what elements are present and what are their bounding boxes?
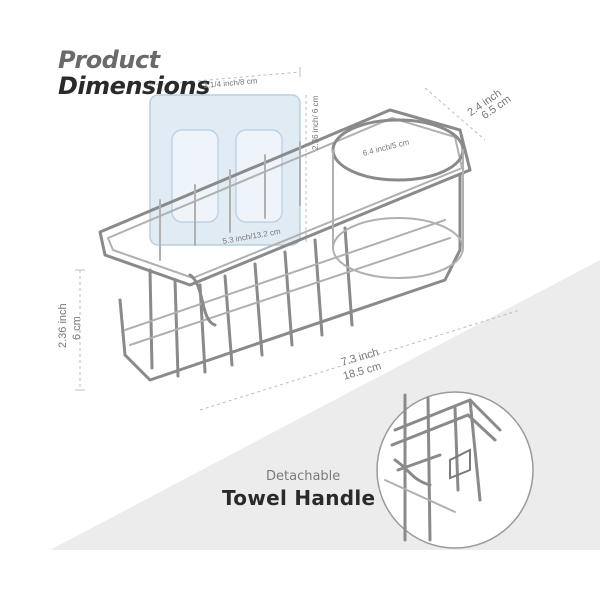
wire-basket xyxy=(98,108,472,382)
height-inch-label: 2.36 inch xyxy=(57,303,69,348)
height-cm-label: 6 cm xyxy=(71,316,83,340)
heading-line-2: Dimensions xyxy=(58,72,210,100)
heading-line-1: Product xyxy=(58,46,160,74)
dimension-lines xyxy=(75,67,521,411)
feature-caption-small: Detachable xyxy=(266,469,341,484)
feature-caption-large: Towel Handle xyxy=(222,486,376,510)
towel-handle-detail xyxy=(376,391,534,549)
pad-height-label: 2.36 inch/ 6 cm xyxy=(311,95,320,150)
adhesive-pad xyxy=(149,94,301,246)
